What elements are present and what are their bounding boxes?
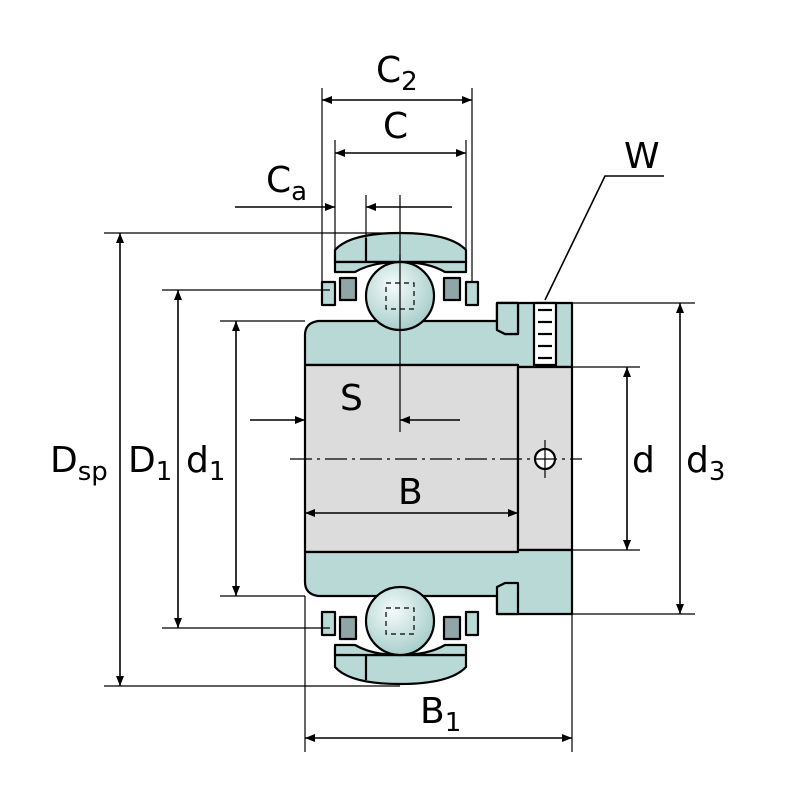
label-b1: B1 (420, 691, 461, 738)
dimension-lines (116, 96, 684, 742)
seal-bottom-left (320, 610, 358, 641)
label-ca: Ca (266, 160, 307, 207)
inner-ring-bottom (303, 548, 574, 616)
label-d1-outer: D1 (128, 440, 172, 487)
seal-top-right (442, 276, 480, 307)
grub-screw-icon (532, 301, 558, 367)
label-w: W (624, 136, 660, 177)
label-b: B (398, 472, 423, 513)
seal-bottom-right (442, 610, 480, 641)
label-d1-inner: d1 (186, 440, 225, 487)
collar-notches (495, 301, 520, 616)
outer-ring-bottom (333, 643, 468, 686)
label-d3: d3 (686, 440, 725, 487)
label-d: d (632, 440, 655, 481)
extension-lines (104, 88, 695, 752)
inner-ring-top (303, 301, 574, 369)
seal-top-left (320, 276, 358, 307)
label-dsp: Dsp (50, 440, 108, 487)
label-s: S (340, 378, 363, 419)
label-c: C (383, 106, 408, 147)
label-c2: C2 (376, 50, 418, 97)
ball-icon (364, 585, 436, 657)
